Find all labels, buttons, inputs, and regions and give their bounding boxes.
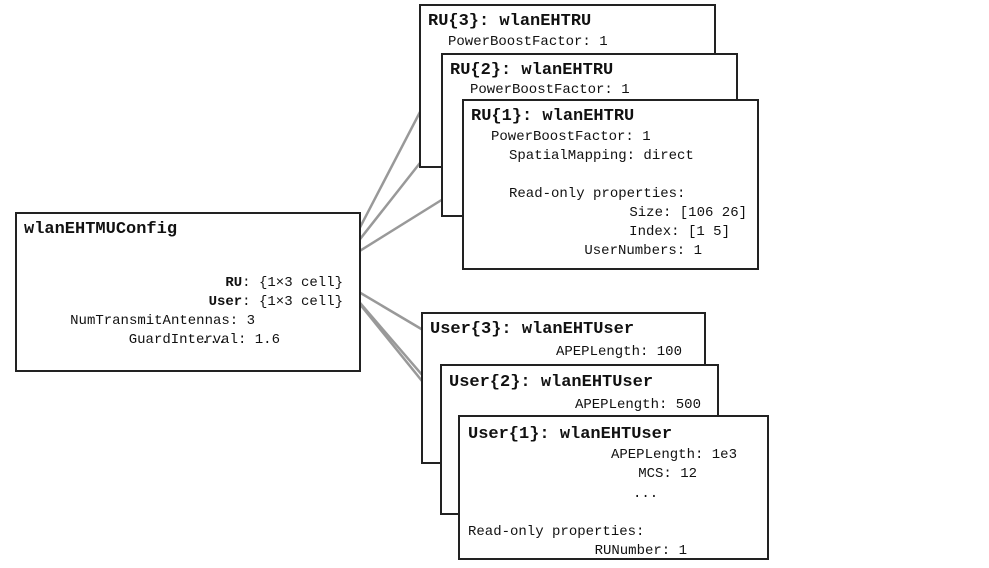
config-row-ru: RU: {1×3 cell} — [225, 275, 343, 291]
user1-ellipsis: ... — [633, 486, 659, 502]
ru1-box: RU{1}: wlanEHTRU PowerBoostFactor: 1 Spa… — [462, 99, 759, 270]
config-guard-label: GuardInterval — [128, 332, 238, 348]
ru2-powerboost: PowerBoostFactor: 1 — [470, 82, 630, 98]
ru1-title: RU{1}: wlanEHTRU — [471, 107, 635, 126]
user2-apeplength: APEPLength: 500 — [574, 397, 701, 413]
ru2-title: RU{2}: wlanEHTRU — [450, 61, 614, 80]
user1-runumber: RUNumber: 1 — [594, 543, 687, 559]
ru1-index: Index: [1 5] — [629, 224, 730, 240]
config-row-antennas: NumTransmitAntennas: 3 — [70, 313, 255, 329]
ru3-powerboost: PowerBoostFactor: 1 — [448, 34, 608, 50]
config-ellipsis: ... — [201, 332, 227, 348]
ru1-usernumbers: UserNumbers: 1 — [584, 243, 702, 259]
config-title: wlanEHTMUConfig — [24, 220, 178, 239]
user2-title: User{2}: wlanEHTUser — [449, 373, 654, 392]
config-user-value: {1×3 cell} — [258, 294, 343, 310]
user1-apeplength: APEPLength: 1e3 — [610, 447, 737, 463]
config-ru-label: RU — [225, 275, 243, 291]
user3-apeplength: APEPLength: 100 — [555, 344, 682, 360]
ru3-title: RU{3}: wlanEHTRU — [428, 12, 592, 31]
config-row-guard: GuardInterval: 1.6 — [128, 332, 280, 348]
user1-title: User{1}: wlanEHTUser — [468, 425, 673, 444]
ru1-spatialmapping: SpatialMapping: direct — [509, 148, 694, 164]
ru1-readonly-header: Read-only properties: — [509, 186, 686, 202]
user1-readonly-header: Read-only properties: — [468, 524, 645, 540]
config-guard-value: 1.6 — [254, 332, 280, 348]
config-box: wlanEHTMUConfig RU: {1×3 cell} User: {1×… — [15, 212, 361, 372]
config-antennas-label: NumTransmitAntennas — [70, 313, 230, 329]
config-ru-value: {1×3 cell} — [258, 275, 343, 291]
config-user-label: User — [208, 294, 243, 310]
ru1-powerboost: PowerBoostFactor: 1 — [491, 129, 651, 145]
ru1-size: Size: [106 26] — [629, 205, 747, 221]
user1-mcs: MCS: 12 — [638, 466, 697, 482]
user1-box: User{1}: wlanEHTUser APEPLength: 1e3 MCS… — [458, 415, 769, 560]
config-row-user: User: {1×3 cell} — [208, 294, 343, 310]
config-antennas-value: 3 — [246, 313, 255, 329]
user3-title: User{3}: wlanEHTUser — [430, 320, 635, 339]
